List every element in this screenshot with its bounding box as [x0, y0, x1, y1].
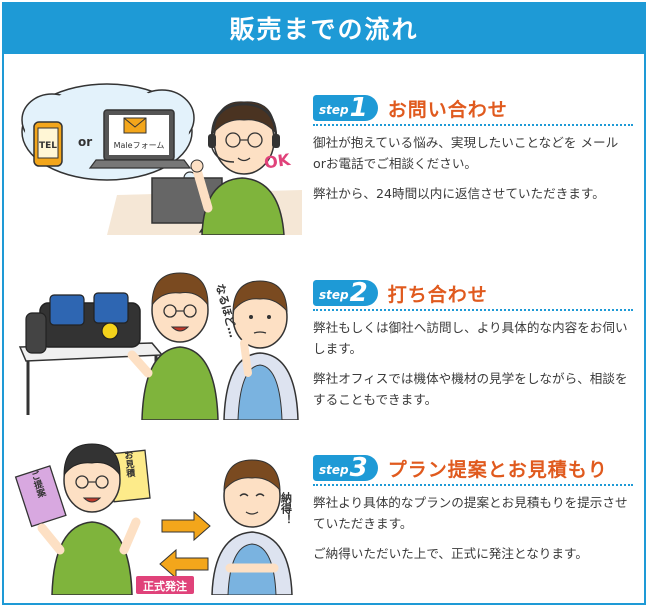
step-3-body: 弊社より具体的なプランの提案とお見積もりを提示させていただきます。 ご納得いただ…: [313, 492, 631, 573]
step-2-title: 打ち合わせ: [387, 283, 488, 306]
machine-equipment: [25, 292, 141, 354]
step-1-paragraph: 御社が抱えている悩み、実現したいことなどを メールorお電話でご相談ください。: [313, 135, 619, 171]
page-title: 販売までの流れ: [2, 2, 646, 54]
step-3-section: ご提案 お見積: [0, 430, 648, 600]
step-number: 1: [349, 93, 368, 123]
step-3-paragraph: 弊社より具体的なプランの提案とお見積もりを提示させていただきます。: [313, 495, 628, 531]
staff-person: [127, 272, 219, 420]
tel-label: TEL: [39, 141, 57, 151]
meeting-illustration: なるほど…: [18, 272, 299, 420]
laptop-mail-icon: Maleフォーム: [88, 109, 192, 169]
order-label: 正式発注: [143, 579, 187, 593]
client-person: [223, 280, 299, 420]
step-word: step: [319, 288, 349, 302]
step-1-body: 御社が抱えている悩み、実現したいことなどを メールorお電話でご相談ください。 …: [313, 132, 631, 213]
phone-icon: TEL: [33, 121, 63, 167]
step-1-title: お問い合わせ: [387, 98, 508, 121]
step-2-body: 弊社もしくは御社へ訪問し、より具体的な内容をお伺いします。 弊社オフィスでは機体…: [313, 317, 631, 419]
client-person: [211, 459, 293, 595]
step-2-section: なるほど… step 2 打ち合わせ 弊社もしくは御社へ訪問し、より具体的な内容…: [0, 255, 648, 420]
exchange-arrows: [159, 510, 211, 580]
step-2-heading: step 2 打ち合わせ: [313, 277, 633, 311]
step-3-badge: step 3: [313, 455, 378, 481]
formal-order-stamp: 正式発注: [136, 576, 194, 594]
step-2-badge: step 2: [313, 280, 378, 306]
step-2-paragraph: 弊社オフィスでは機体や機材の見学をしながら、相談をすることもできます。: [313, 371, 628, 407]
ok-label: OK: [263, 150, 292, 173]
step-2-paragraph: 弊社もしくは御社へ訪問し、より具体的な内容をお伺いします。: [313, 320, 628, 356]
step-number: 3: [349, 453, 368, 483]
step-3-paragraph: ご納得いただいた上で、正式に発注となります。: [313, 546, 588, 561]
proposal-document: ご提案: [14, 465, 67, 528]
mail-form-label: Maleフォーム: [114, 141, 165, 150]
proposal-illustration: ご提案 お見積: [14, 443, 294, 595]
step-1-section: TEL or Maleフォーム: [0, 70, 648, 240]
step-1-paragraph: 弊社から、24時間以内に返信させていただきます。: [313, 186, 605, 201]
step-word: step: [319, 463, 349, 477]
step-number: 2: [349, 278, 368, 308]
inquiry-illustration: TEL or Maleフォーム: [21, 83, 302, 235]
operator-person: [190, 101, 285, 235]
nattoku-label: 納得！: [280, 491, 294, 525]
table: [18, 342, 164, 415]
step-1-badge: step 1: [313, 95, 378, 121]
step-word: step: [319, 103, 349, 117]
or-label: or: [78, 135, 92, 149]
step-1-heading: step 1 お問い合わせ: [313, 92, 633, 126]
staff-person: [37, 443, 141, 595]
page-title-text: 販売までの流れ: [229, 15, 419, 44]
step-3-title: プラン提案とお見積もり: [387, 458, 608, 481]
step-3-heading: step 3 プラン提案とお見積もり: [313, 452, 633, 486]
